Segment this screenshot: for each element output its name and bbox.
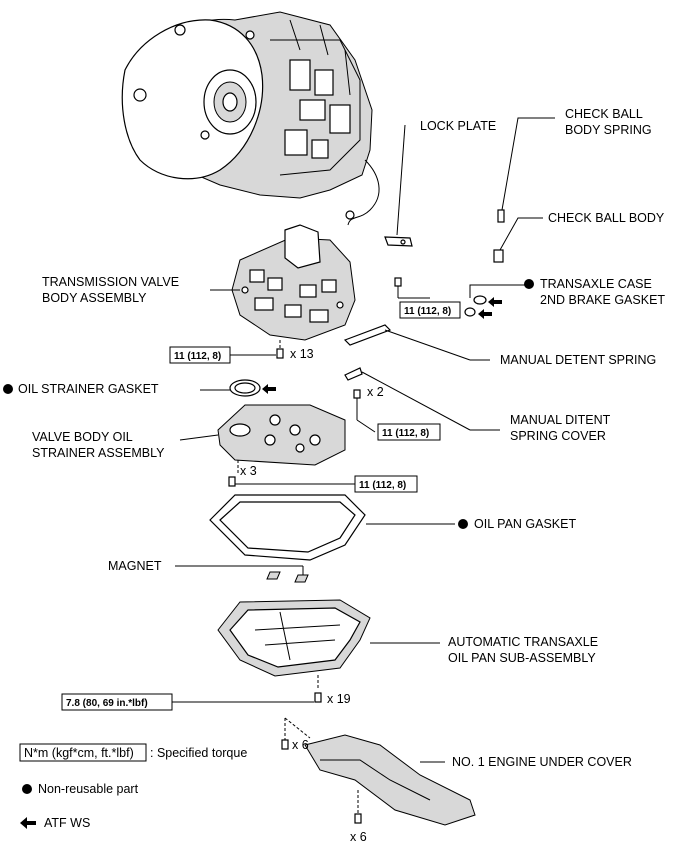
legend-non-reusable-dot bbox=[22, 784, 32, 794]
magnet-illustration bbox=[250, 565, 309, 583]
oil-strainer-gasket bbox=[229, 379, 276, 397]
label-oil-pan-gasket: OIL PAN GASKET bbox=[474, 517, 576, 531]
qty-oil-pan-bolts: x 19 bbox=[327, 692, 351, 706]
non-reusable-dot-brake-gasket bbox=[524, 279, 534, 289]
leader-lines bbox=[175, 289, 455, 763]
label-lock-plate: LOCK PLATE bbox=[420, 119, 496, 133]
oil-pan-illustration bbox=[217, 599, 371, 703]
check-ball-spring bbox=[497, 117, 555, 223]
legend-atf: ATF WS bbox=[44, 816, 90, 830]
torque-detent-cover-bolts: 11 (112, 8) bbox=[382, 428, 429, 439]
lock-plate bbox=[384, 124, 413, 247]
oil-strainer-illustration bbox=[217, 404, 346, 487]
qty-detent-cover-bolts: x 2 bbox=[367, 385, 384, 399]
label-transaxle-gasket-line1: TRANSAXLE CASE bbox=[540, 277, 652, 291]
label-strainer-line1: VALVE BODY OIL bbox=[32, 430, 133, 444]
transaxle-case-illustration bbox=[121, 11, 380, 226]
label-check-ball-body: CHECK BALL BODY bbox=[548, 211, 665, 225]
qty-cover-bolts-bottom: x 6 bbox=[350, 830, 367, 844]
brake-gasket bbox=[464, 284, 525, 317]
legend-torque-desc: : Specified torque bbox=[150, 746, 247, 760]
non-reusable-dot-strainer-gasket bbox=[3, 384, 13, 394]
qty-valve-body-bolts: x 13 bbox=[290, 347, 314, 361]
label-manual-detent-spring: MANUAL DETENT SPRING bbox=[500, 353, 656, 367]
label-oil-strainer-gasket: OIL STRAINER GASKET bbox=[18, 382, 159, 396]
torque-valve-body-bolts: 11 (112, 8) bbox=[174, 351, 221, 362]
label-magnet: MAGNET bbox=[108, 559, 162, 573]
manual-detent-spring bbox=[343, 324, 490, 361]
label-strainer-line2: STRAINER ASSEMBLY bbox=[32, 446, 165, 460]
label-detent-cover-line2: SPRING COVER bbox=[510, 429, 606, 443]
lock-plate-bolt bbox=[394, 277, 402, 298]
legend-torque-box: N*m (kgf*cm, ft.*lbf) bbox=[24, 746, 134, 760]
legend-non-reusable: Non-reusable part bbox=[38, 782, 139, 796]
legend: N*m (kgf*cm, ft.*lbf) : Specified torque… bbox=[19, 743, 247, 830]
label-valve-body-line2: BODY ASSEMBLY bbox=[42, 291, 147, 305]
legend-atf-arrow bbox=[20, 817, 36, 829]
qty-strainer-bolts: x 3 bbox=[240, 464, 257, 478]
label-check-ball-spring-line1: CHECK BALL bbox=[565, 107, 643, 121]
valve-body-bolt bbox=[276, 340, 284, 359]
engine-under-cover-illustration bbox=[281, 717, 476, 826]
gasket-atf-arrows bbox=[478, 297, 502, 319]
torque-strainer-bolts: 11 (112, 8) bbox=[359, 480, 406, 491]
label-detent-cover-line1: MANUAL DITENT bbox=[510, 413, 611, 427]
label-transaxle-gasket-line2: 2ND BRAKE GASKET bbox=[540, 293, 665, 307]
check-ball-body bbox=[493, 217, 543, 263]
manual-detent-spring-cover bbox=[344, 367, 500, 433]
label-oil-pan-line2: OIL PAN SUB-ASSEMBLY bbox=[448, 651, 596, 665]
torque-lock-plate-bolt: 11 (112, 8) bbox=[404, 306, 451, 317]
label-engine-under-cover: NO. 1 ENGINE UNDER COVER bbox=[452, 755, 632, 769]
label-check-ball-spring-line2: BODY SPRING bbox=[565, 123, 652, 137]
torque-oil-pan-bolts: 7.8 (80, 69 in.*lbf) bbox=[66, 698, 148, 709]
valve-body-illustration bbox=[231, 224, 356, 341]
label-valve-body-line1: TRANSMISSION VALVE bbox=[42, 275, 179, 289]
label-oil-pan-line1: AUTOMATIC TRANSAXLE bbox=[448, 635, 598, 649]
oil-pan-gasket-illustration bbox=[209, 494, 366, 561]
qty-cover-bolts-top: x 6 bbox=[292, 738, 309, 752]
non-reusable-dot-oil-pan-gasket bbox=[458, 519, 468, 529]
